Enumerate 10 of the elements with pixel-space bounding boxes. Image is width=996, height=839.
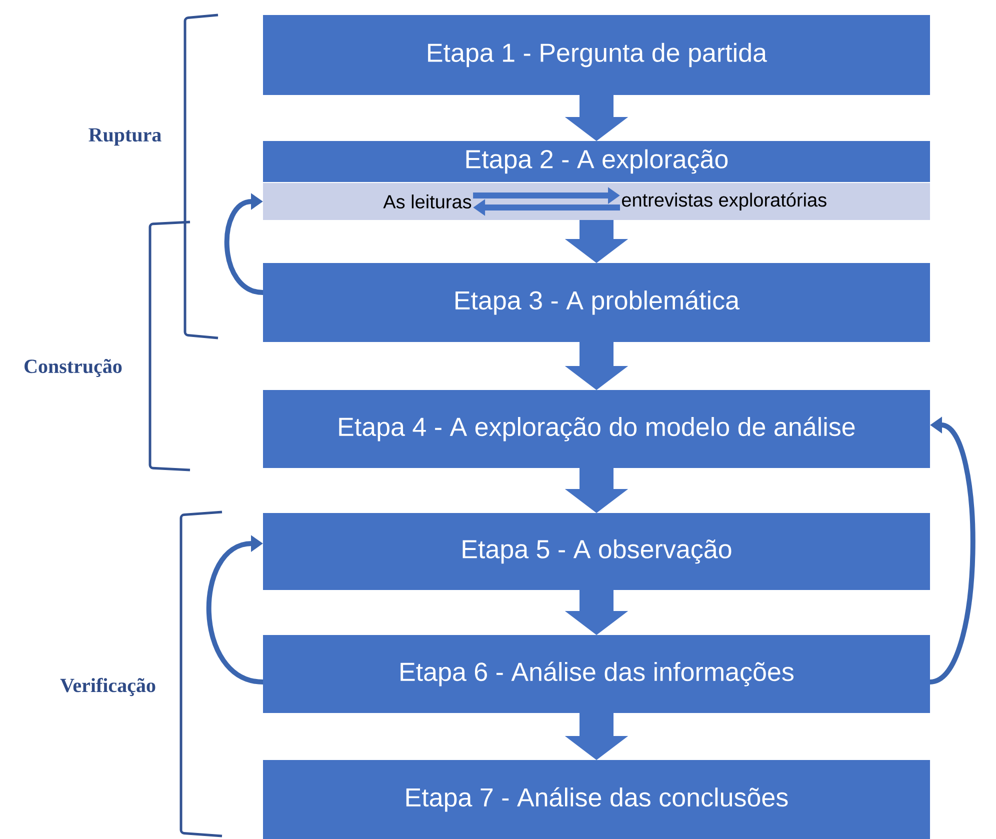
curved-arrow xyxy=(224,193,264,295)
step-box: Etapa 7 - Análise das conclusões xyxy=(263,760,930,839)
section-label: Construção xyxy=(24,358,122,378)
band-text: entrevistas exploratórias xyxy=(622,192,826,210)
step-box: Etapa 1 - Pergunta de partida xyxy=(263,15,930,95)
band-text: As leituras xyxy=(383,194,472,208)
band-background xyxy=(263,183,930,220)
section-label: Ruptura xyxy=(88,128,162,146)
section-label: Verificação xyxy=(60,678,156,696)
curved-arrow xyxy=(206,535,264,684)
